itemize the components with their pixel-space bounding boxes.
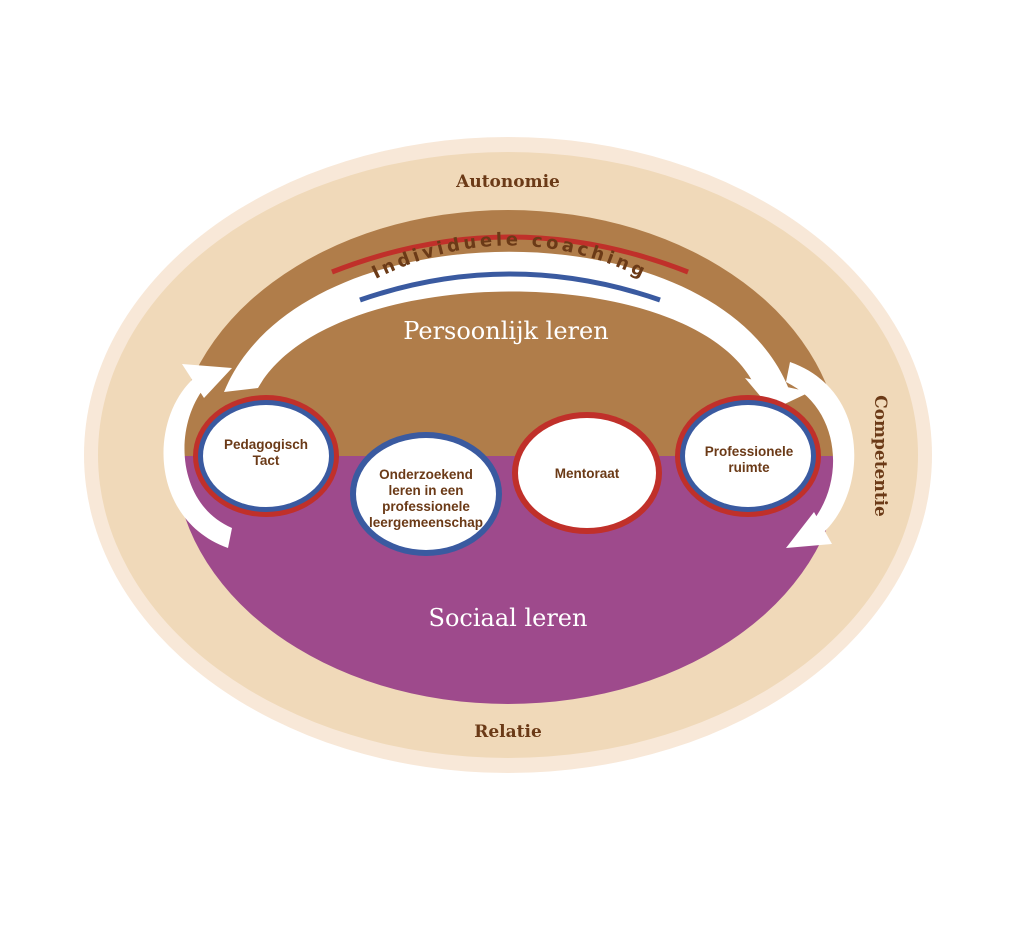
- circle-label-line: Professionele: [705, 444, 794, 459]
- zone-label-persoonlijk: Persoonlijk leren: [403, 317, 608, 345]
- coaching-blue-accent: [359, 271, 661, 303]
- label-autonomie: Autonomie: [455, 172, 560, 192]
- circle-professionele-ruimte: Professionele ruimte: [675, 395, 821, 517]
- circle-label-line: ruimte: [728, 460, 770, 475]
- circle-label-line: Mentoraat: [555, 466, 620, 481]
- zone-label-sociaal: Sociaal leren: [429, 604, 588, 632]
- circle-pedagogisch-tact: Pedagogisch Tact: [193, 395, 339, 517]
- left-arrowhead: [182, 364, 232, 398]
- circle-label-line: Tact: [253, 453, 280, 468]
- circle-label-line: leren in een: [388, 483, 463, 498]
- circle-mentoraat: Mentoraat: [512, 412, 662, 534]
- circle-onderzoekend-leren: Onderzoekend leren in een professionele …: [350, 432, 502, 556]
- circle-label-line: Pedagogisch: [224, 437, 308, 452]
- circle-label-line: professionele: [382, 499, 470, 514]
- right-arrowhead: [786, 512, 832, 548]
- circle-label-line: leergemeenschap: [369, 515, 483, 530]
- label-competentie: Competentie: [870, 395, 890, 517]
- left-cycle-arrow: [163, 378, 232, 548]
- right-cycle-arrow: [786, 362, 855, 532]
- coaching-red-accent: [331, 234, 689, 275]
- circle-label-line: Onderzoekend: [379, 467, 473, 482]
- label-relatie: Relatie: [474, 722, 542, 742]
- coaching-arc-arrow: [224, 251, 790, 398]
- arc-arrowhead-right: [745, 378, 810, 410]
